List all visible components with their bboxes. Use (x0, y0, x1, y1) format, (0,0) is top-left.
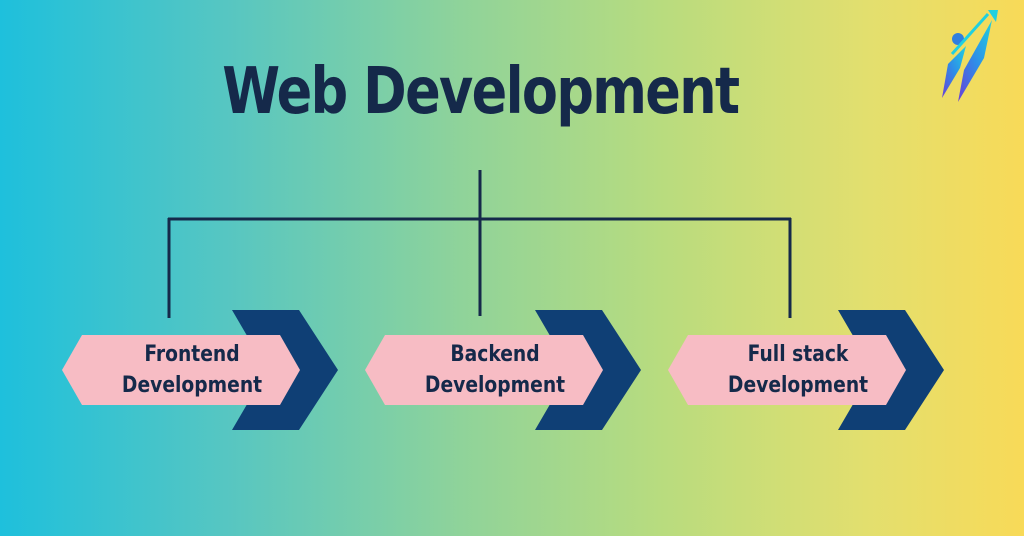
node-fullstack: Full stack Development (668, 310, 948, 430)
node-frontend-label: Frontend Development (121, 342, 263, 398)
node-fullstack-label: Full stack Development (727, 342, 869, 398)
growth-arrow-logo-icon (942, 10, 998, 102)
label-banner-shape (668, 335, 906, 405)
label-banner-shape (365, 335, 603, 405)
label-banner-shape (62, 335, 300, 405)
node-frontend: Frontend Development (62, 310, 342, 430)
node-backend-label: Backend Development (424, 342, 566, 398)
node-fullstack-shape (668, 310, 944, 430)
diagram-title: Web Development (222, 55, 740, 129)
node-backend: Backend Development (365, 310, 645, 430)
node-frontend-shape (62, 310, 338, 430)
node-backend-shape (365, 310, 641, 430)
